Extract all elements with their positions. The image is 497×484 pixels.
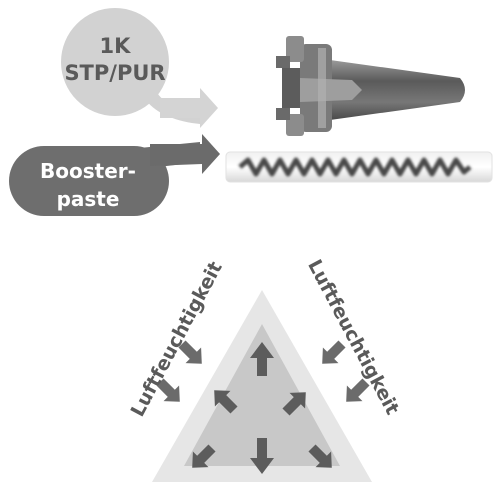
- component-1k-label-line1: 1K: [100, 34, 132, 58]
- arrow-1k-to-nozzle: [160, 88, 218, 128]
- inner-arrow-upper-left: [214, 390, 238, 414]
- inner-arrows: [192, 342, 332, 474]
- inner-arrow-down: [250, 438, 274, 474]
- inner-arrow-upper-right: [282, 392, 306, 416]
- humidity-arrows: [156, 340, 370, 402]
- humidity-arrow-left-top: [178, 340, 202, 364]
- static-mixer-tube-image: [225, 151, 493, 183]
- cartridge-nozzle-image: [276, 36, 465, 136]
- inner-arrow-lower-right: [308, 444, 332, 468]
- arrow-booster-to-mixer: [150, 134, 220, 174]
- humidity-arrow-right-top: [322, 340, 346, 364]
- curing-triangle: [152, 290, 372, 482]
- humidity-arrow-right-bottom: [346, 378, 370, 402]
- component-1k-label-line2: STP/PUR: [64, 61, 165, 85]
- humidity-arrow-left-bottom: [156, 378, 180, 402]
- booster-label-line2: paste: [57, 187, 120, 211]
- booster-label-line1: Booster-: [40, 159, 136, 183]
- inner-arrow-lower-left: [192, 444, 216, 468]
- inner-arrow-up: [250, 342, 274, 376]
